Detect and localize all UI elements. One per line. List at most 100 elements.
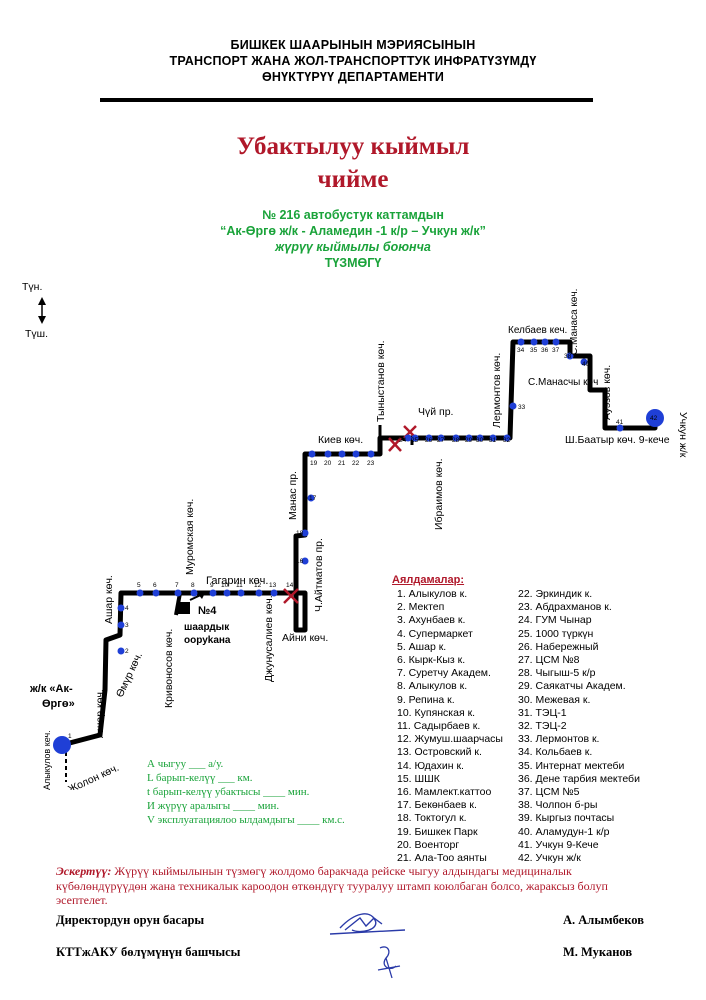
stop-list-item: 3. Ахунбаев к. [397, 614, 466, 627]
stop-list-item: 30. Межевая к. [518, 693, 591, 706]
stop-4[interactable] [117, 604, 125, 612]
street-s-manasa: С.Манаса көч. [569, 289, 580, 355]
stop-list-item: 29. Саякатчы Академ. [518, 680, 626, 693]
street-aini: Айни көч. [282, 632, 328, 644]
svg-text:25: 25 [411, 437, 419, 444]
stop-list-item: 32. ТЭЦ-2 [518, 720, 567, 733]
stop-13[interactable] [270, 589, 278, 597]
street-auezov: Ауэзов көч. [601, 365, 613, 420]
stop-23[interactable] [367, 450, 375, 458]
stop-list-item: 36. Дене тарбия мектеби [518, 772, 640, 785]
street-gagarin: Гагарин көч. [206, 575, 268, 587]
stop-26[interactable] [425, 434, 433, 442]
stop-21[interactable] [338, 450, 346, 458]
svg-text:9: 9 [210, 582, 214, 589]
stop-7[interactable] [174, 589, 182, 597]
stop-list-item: 20. Военторг [397, 838, 460, 851]
stop-list-item: 11. Садырбаев к. [397, 720, 481, 733]
signature-mark-2 [377, 946, 401, 979]
closed-segment-cross [388, 437, 402, 452]
stop-list-item: 12. Жумуш.шаарчасы [397, 733, 503, 746]
stop-25[interactable] [411, 434, 419, 442]
stop-39[interactable] [580, 358, 588, 366]
stop-list-item: 15. ШШК [397, 772, 440, 785]
note-label: Эскертүү: [56, 864, 112, 878]
route-scheme-label: ТҮЗМӨГҮ [324, 256, 382, 270]
street-krivonosov: Кривоносов көч. [163, 629, 175, 708]
stop-3[interactable] [117, 621, 125, 629]
stop-38[interactable] [566, 352, 574, 360]
stop-list-item: 25. 1000 түркүн [518, 627, 594, 640]
stop-list-item: 8. Алыкулов к. [397, 680, 468, 693]
svg-text:12: 12 [254, 582, 262, 589]
stop-10[interactable] [223, 589, 231, 597]
param-v: V эксплуатациялоо ылдамдыгы ____ км.с. [147, 814, 345, 826]
header-divider [100, 98, 593, 102]
stop-16[interactable] [301, 557, 309, 565]
stop-34[interactable] [517, 338, 525, 346]
street-ashar-lower: Ашар көч. [94, 689, 106, 738]
stop-20[interactable] [324, 450, 332, 458]
stops-layer [53, 338, 664, 754]
svg-text:35: 35 [530, 347, 538, 354]
stop-29[interactable] [465, 434, 473, 442]
terminal-uchkun: Учкун ж/к [677, 412, 689, 458]
svg-text:3: 3 [125, 622, 129, 629]
svg-text:26: 26 [425, 437, 433, 444]
stop-12[interactable] [255, 589, 263, 597]
street-ashar-upper: Ашар көч. [103, 575, 115, 624]
stop-30[interactable] [476, 434, 484, 442]
ak-orgo-label-2: Өргө» [42, 698, 75, 710]
svg-text:37: 37 [552, 347, 560, 354]
svg-text:28: 28 [452, 437, 460, 444]
stop-19[interactable] [308, 450, 316, 458]
stops-title: Аялдамалар: [392, 574, 465, 586]
svg-text:20: 20 [324, 460, 332, 467]
stop-22[interactable] [352, 450, 360, 458]
street-omur: Өмүр көч. [114, 650, 145, 699]
stop-8[interactable] [190, 589, 198, 597]
stop-18[interactable] [301, 529, 309, 537]
stop-17[interactable] [307, 494, 315, 502]
stop-2[interactable] [117, 647, 125, 655]
svg-text:6: 6 [153, 582, 157, 589]
stop-1[interactable] [53, 736, 71, 754]
stop-6[interactable] [152, 589, 160, 597]
stop-list-item: 23. Абдрахманов к. [518, 601, 612, 614]
stop-27[interactable] [437, 434, 445, 442]
svg-text:42: 42 [650, 415, 658, 422]
stop-5[interactable] [136, 589, 144, 597]
param-t: t барып-келүү убактысы ____ мин. [147, 786, 310, 798]
svg-text:10: 10 [221, 582, 229, 589]
stop-33[interactable] [509, 402, 517, 410]
stop-list-item: 10. Купянская к. [397, 706, 476, 719]
header-line-3: ӨНҮКТҮРҮҮ ДЕПАРТАМЕНТИ [261, 70, 445, 84]
street-chuy: Чүй пр. [418, 406, 453, 418]
note: Эскертүү: Жүрүү кыймылынын түзмөгү жолдо… [56, 864, 660, 908]
stop-41[interactable] [616, 424, 624, 432]
stop-36[interactable] [541, 338, 549, 346]
svg-text:31: 31 [489, 437, 497, 444]
stop-32[interactable] [503, 434, 511, 442]
stop-list-item: 2. Мектеп [397, 601, 445, 614]
header-line-1: БИШКЕК ШААРЫНЫН МЭРИЯСЫНЫН [230, 38, 476, 52]
svg-text:5: 5 [137, 582, 141, 589]
stop-9[interactable] [209, 589, 217, 597]
svg-text:27: 27 [437, 437, 445, 444]
hospital-label-1: шаардык [184, 622, 230, 633]
stop-42[interactable] [646, 409, 664, 427]
stop-31[interactable] [489, 434, 497, 442]
stop-list-item: 18. Токтогул к. [397, 812, 467, 825]
svg-text:18: 18 [296, 530, 304, 537]
svg-text:21: 21 [338, 460, 346, 467]
stop-37[interactable] [552, 338, 560, 346]
stop-24[interactable] [404, 434, 412, 442]
note-text: Жүрүү кыймылынын түзмөгү жолдомо баракча… [56, 864, 608, 907]
stop-11[interactable] [237, 589, 245, 597]
closed-segment-cross [283, 588, 299, 604]
svg-text:7: 7 [175, 582, 179, 589]
stop-35[interactable] [530, 338, 538, 346]
stop-list-item: 13. Островский к. [397, 746, 482, 759]
stop-28[interactable] [452, 434, 460, 442]
